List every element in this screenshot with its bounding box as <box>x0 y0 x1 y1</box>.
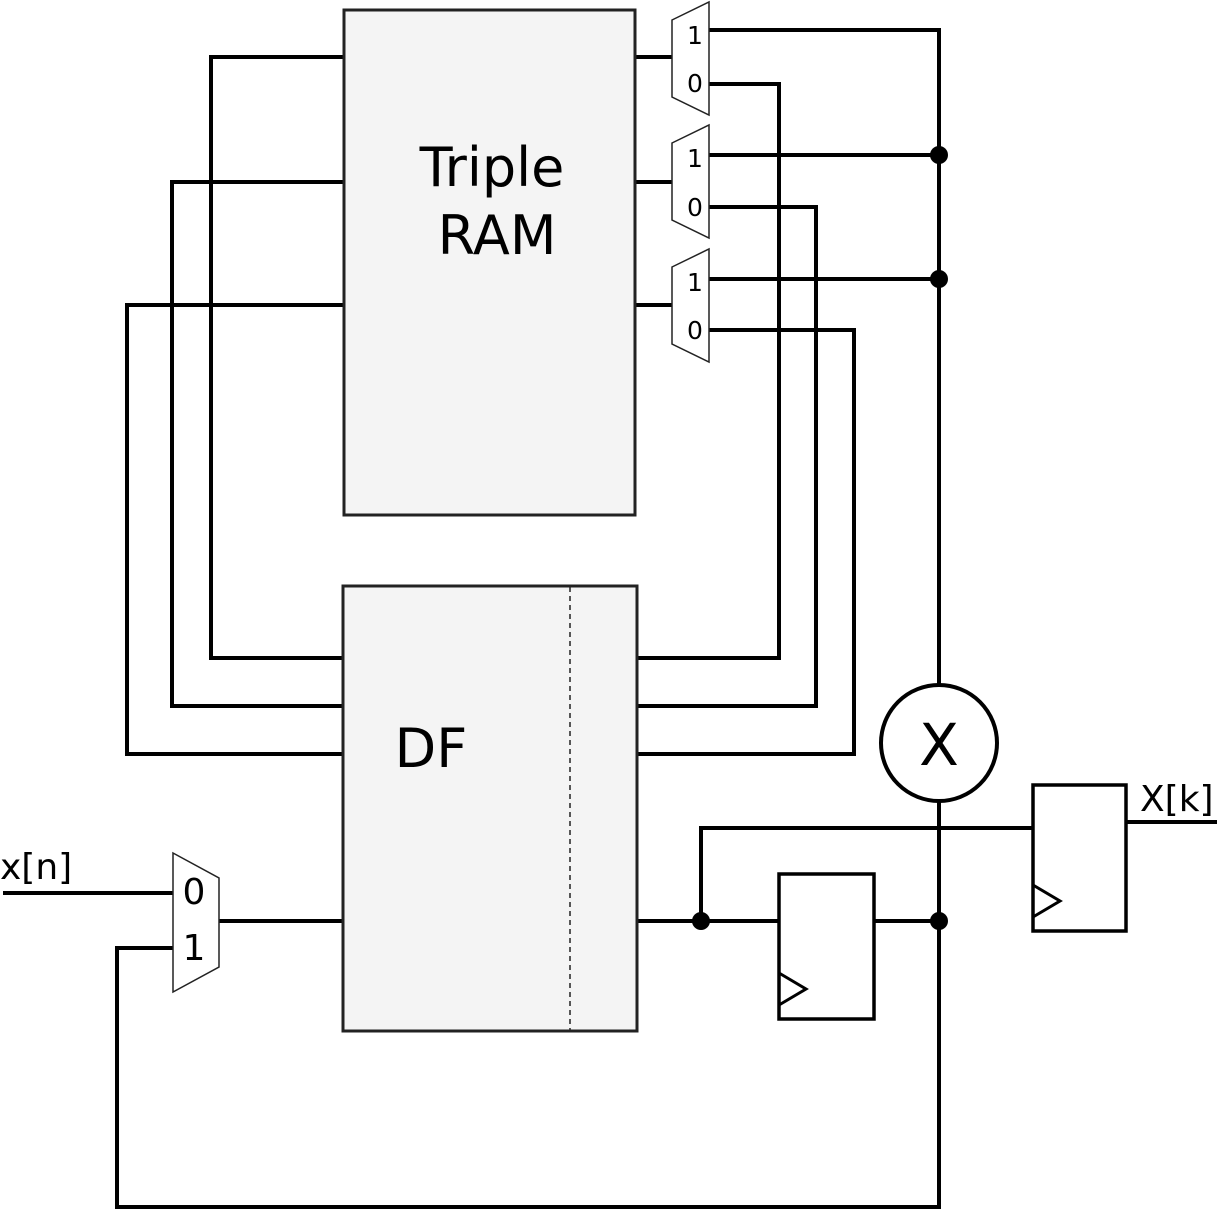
output-register <box>1031 783 1128 933</box>
triple-ram-label-line2: RAM <box>438 204 557 267</box>
output-signal-label: X[k] <box>1140 779 1214 820</box>
multiplier-symbol: X <box>919 711 959 779</box>
ram-mux-1-in1-label: 1 <box>687 21 703 50</box>
clock-icon <box>1032 883 1063 919</box>
multiplier: X <box>879 683 999 803</box>
ram-mux-2-in1-label: 1 <box>687 144 703 173</box>
triple-ram-block <box>342 8 637 517</box>
triple-ram-label-line1: Triple <box>419 136 565 199</box>
ram-mux-1-in0-label: 0 <box>687 69 703 98</box>
junctions <box>692 146 948 930</box>
delay-register <box>777 872 876 1021</box>
df-label: DF <box>395 717 468 780</box>
input-mux-in0-label: 0 <box>183 872 206 913</box>
ram-mux-2-in0-label: 0 <box>687 193 703 222</box>
ram-mux-3-in0-label: 0 <box>687 316 703 345</box>
ram-mux-3: 1 0 <box>671 247 710 364</box>
input-mux: 0 1 <box>172 851 220 994</box>
df-block <box>341 584 639 1033</box>
ram-mux-2: 1 0 <box>671 123 710 240</box>
ram-mux-3-in1-label: 1 <box>687 268 703 297</box>
input-mux-in1-label: 1 <box>183 928 206 969</box>
clock-icon <box>778 971 809 1007</box>
input-signal-label: x[n] <box>0 847 72 888</box>
ram-mux-1: 1 0 <box>671 0 710 117</box>
